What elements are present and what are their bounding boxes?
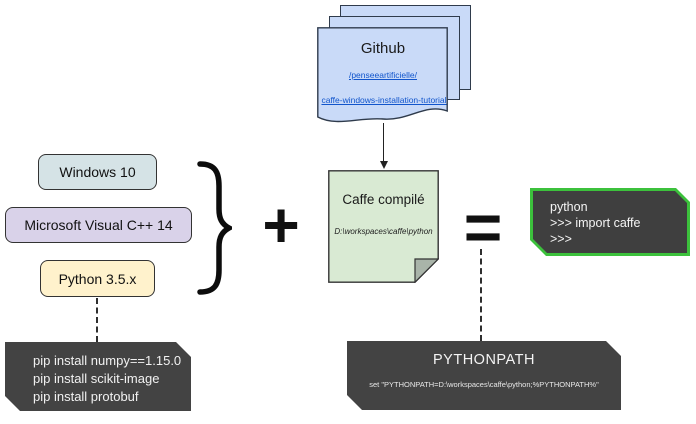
caffe-note-path: D:\workspaces\caffe\python <box>334 227 433 236</box>
pip-line-1: pip install numpy==1.15.0 <box>33 353 182 368</box>
terminal-line-3: >>> <box>550 232 572 246</box>
pip-line-3: pip install protobuf <box>33 389 139 404</box>
equals-pythonpath-connector <box>480 249 482 341</box>
python-pip-connector <box>96 298 98 342</box>
github-doc-front <box>317 27 448 123</box>
terminal-box: python >>> import caffe >>> <box>530 188 690 256</box>
plus-operator: + <box>262 189 300 261</box>
python-box-label: Python 3.5.x <box>58 270 137 287</box>
terminal-line-2: >>> import caffe <box>550 216 641 230</box>
github-link-line2[interactable]: caffe-windows-installation-tutorial <box>321 95 447 105</box>
msvc-box: Microsoft Visual C++ 14 <box>5 207 192 243</box>
github-link-line1[interactable]: /penseeartificielle/ <box>348 70 418 80</box>
terminal-line-1: python <box>550 200 588 214</box>
pip-install-text: pip install numpy==1.15.0 pip install sci… <box>33 352 181 406</box>
caffe-note <box>328 170 439 283</box>
pythonpath-title: PYTHONPATH <box>433 352 535 368</box>
windows-box: Windows 10 <box>38 154 157 190</box>
terminal-box-inner <box>533 191 687 253</box>
note-fold-corner <box>414 258 439 283</box>
pythonpath-box: PYTHONPATH set "PYTHONPATH=D:\workspaces… <box>347 341 621 410</box>
pip-install-box: pip install numpy==1.15.0 pip install sci… <box>5 342 191 411</box>
curly-brace <box>197 161 232 295</box>
download-arrow-line <box>383 123 384 162</box>
msvc-box-label: Microsoft Visual C++ 14 <box>24 217 173 233</box>
pip-line-2: pip install scikit-image <box>33 371 160 386</box>
github-title: Github <box>360 40 406 57</box>
equals-operator: = <box>463 190 503 264</box>
download-arrow-head <box>379 161 388 169</box>
windows-box-label: Windows 10 <box>59 164 136 180</box>
terminal-text: python >>> import caffe >>> <box>550 199 640 247</box>
python-box: Python 3.5.x <box>40 260 155 297</box>
caffe-note-title: Caffe compilé <box>342 192 425 207</box>
pythonpath-command: set "PYTHONPATH=D:\workspaces\caffe\pyth… <box>369 380 599 389</box>
